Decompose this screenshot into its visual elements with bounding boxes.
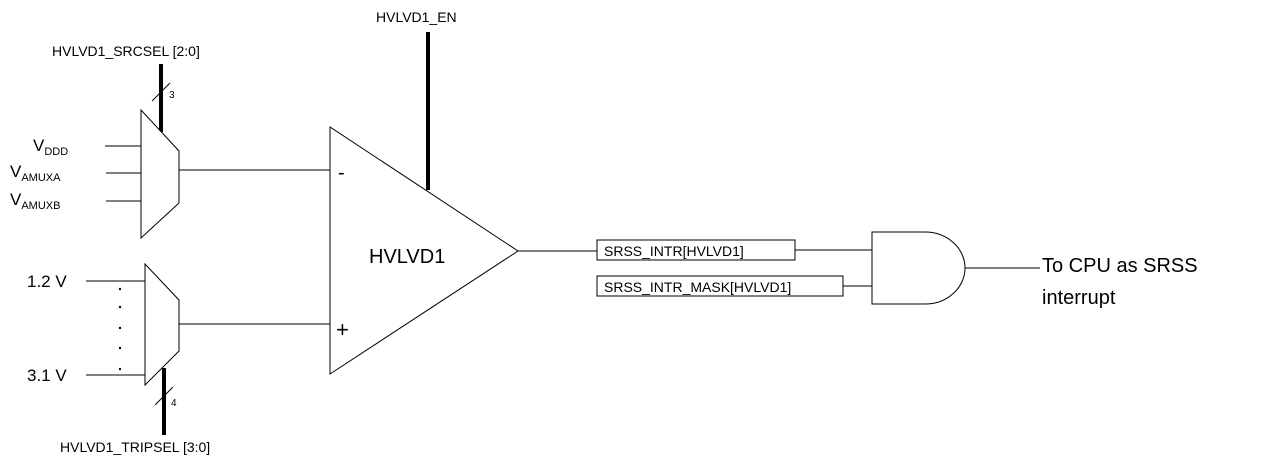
comparator-minus-label: - <box>338 162 345 184</box>
hvlvd1-comparator <box>329 126 519 375</box>
ellipsis-dot <box>118 367 122 371</box>
srcsel-width-label: 3 <box>169 90 175 101</box>
tripsel-width-label: 4 <box>171 398 177 409</box>
vamuxb-label-sub: AMUXB <box>21 200 60 212</box>
v-high-label: 3.1 V <box>27 366 67 385</box>
vamuxb-label-base: V <box>10 190 22 209</box>
vamuxa-label-sub: AMUXA <box>21 172 61 184</box>
ellipsis-dot <box>118 346 122 350</box>
comparator-label: HVLVD1 <box>369 246 445 268</box>
srcsel-label: HVLVD1_SRCSEL [2:0] <box>52 43 200 59</box>
srss-intr-mask-label: SRSS_INTR_MASK[HVLVD1] <box>604 279 791 295</box>
ellipsis-dot <box>118 326 122 330</box>
vamuxa-label: VAMUXA <box>10 162 61 184</box>
ellipsis-dot <box>118 305 122 309</box>
vamuxa-label-base: V <box>10 162 22 181</box>
tripsel-bus-slash <box>154 386 174 406</box>
source-select-mux <box>140 108 180 240</box>
srcsel-bus-slash <box>151 82 171 102</box>
srss-intr-label: SRSS_INTR[HVLVD1] <box>604 243 744 259</box>
vddd-label: VDDD <box>33 136 68 158</box>
v-low-label: 1.2 V <box>27 272 67 291</box>
ellipsis-dot <box>118 287 122 291</box>
vddd-label-base: V <box>33 136 45 155</box>
and-gate <box>871 231 966 305</box>
en-label: HVLVD1_EN <box>376 9 457 25</box>
trip-select-mux <box>144 262 180 387</box>
vddd-label-sub: DDD <box>44 146 68 158</box>
output-label-line1: To CPU as SRSS <box>1042 255 1198 277</box>
tripsel-label: HVLVD1_TRIPSEL [3:0] <box>60 439 210 455</box>
output-label-line2: interrupt <box>1042 287 1116 309</box>
comparator-plus-label: + <box>336 317 349 342</box>
vamuxb-label: VAMUXB <box>10 190 60 212</box>
